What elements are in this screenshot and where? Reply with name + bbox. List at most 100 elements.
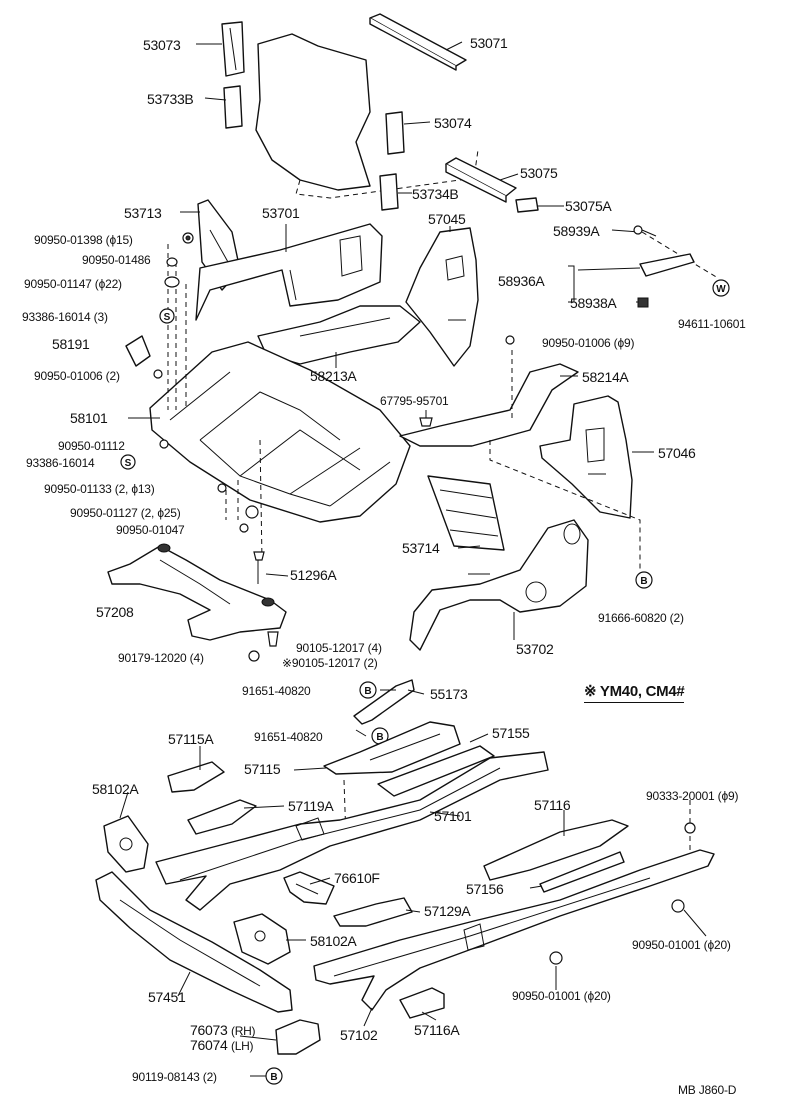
label-76074: 76074 (LH): [190, 1037, 253, 1054]
label-90950-01006-2: 90950-01006 (2): [34, 369, 120, 383]
part-76610f: [283, 871, 335, 905]
part-53702: [409, 519, 589, 651]
hw-90950-01006-9: [505, 335, 515, 345]
hw-58939a: [633, 225, 657, 237]
label-90119-08143: 90119-08143 (2): [132, 1070, 217, 1084]
label-57155: 57155: [492, 725, 530, 741]
note-text: YM40, CM4#: [599, 683, 685, 700]
label-57116a: 57116A: [414, 1022, 460, 1038]
label-57115: 57115: [244, 761, 281, 777]
callout-w: W: [712, 279, 730, 297]
label-58936a: 58936A: [498, 273, 545, 289]
hw-90333-20001: [684, 822, 696, 834]
hw-90950-01001-mid: [549, 951, 563, 965]
label-76074-num: 76074: [190, 1037, 228, 1053]
label-58939a: 58939A: [553, 223, 600, 239]
hw-90950-01486: [166, 257, 178, 267]
part-57115a: [167, 761, 225, 793]
part-53074: [385, 111, 405, 155]
label-53714: 53714: [402, 540, 440, 556]
hw-90950-01001-right: [671, 899, 685, 913]
part-58102a-top: [103, 815, 149, 873]
part-57208: [107, 543, 287, 641]
label-90333-20001: 90333-20001 (ϕ9): [646, 789, 739, 803]
label-58213a: 58213A: [310, 368, 357, 384]
label-57129a: 57129A: [424, 903, 471, 919]
part-57119a: [187, 799, 257, 835]
label-57451: 57451: [148, 989, 186, 1005]
label-90950-01133: 90950-01133 (2, ϕ13): [44, 482, 155, 496]
label-57045: 57045: [428, 211, 466, 227]
label-53713: 53713: [124, 205, 162, 221]
part-58214a: [399, 363, 579, 447]
label-90950-01006-9: 90950-01006 (ϕ9): [542, 336, 635, 350]
label-53733b: 53733B: [147, 91, 194, 107]
part-53733b: [223, 85, 243, 129]
svg-text:S: S: [164, 312, 171, 323]
label-58101: 58101: [70, 410, 108, 426]
part-53075: [445, 157, 517, 203]
callout-s-1: S: [159, 308, 175, 324]
label-58214a: 58214A: [582, 369, 629, 385]
label-57115a: 57115A: [168, 731, 214, 747]
label-76073: 76073 (RH): [190, 1022, 255, 1039]
svg-text:B: B: [376, 732, 383, 743]
part-58936a: [639, 253, 695, 277]
label-57119a: 57119A: [288, 798, 334, 814]
label-90950-01127: 90950-01127 (2, ϕ25): [70, 506, 181, 520]
part-57115: [323, 721, 461, 775]
label-76073-side: (RH): [231, 1024, 256, 1038]
part-53071: [369, 13, 467, 71]
label-57156: 57156: [466, 881, 504, 897]
svg-text:W: W: [716, 284, 726, 295]
label-58191: 58191: [52, 336, 90, 352]
label-57208: 57208: [96, 604, 134, 620]
label-57116: 57116: [534, 797, 571, 813]
hw-90950-01112: [159, 439, 169, 449]
note-asterisk: ※: [584, 683, 597, 700]
label-94611-10601: 94611-10601: [678, 317, 746, 331]
radiator-panel: [255, 33, 479, 199]
label-51296a: 51296A: [290, 567, 337, 583]
page-code: MB J860-D: [678, 1083, 737, 1097]
label-91651-40820-a: 91651-40820: [242, 684, 311, 698]
label-58102a-bot: 58102A: [310, 933, 357, 949]
svg-text:B: B: [270, 1072, 277, 1083]
hw-90179-12020: [248, 650, 260, 662]
label-57046: 57046: [658, 445, 696, 461]
part-76073-76074: [275, 1019, 321, 1055]
part-57046: [539, 395, 633, 519]
label-53075: 53075: [520, 165, 558, 181]
part-53073: [221, 21, 245, 77]
part-58101: [149, 341, 411, 523]
part-57129a: [333, 897, 413, 927]
hw-90950-01133: [217, 483, 227, 493]
label-57101: 57101: [434, 808, 472, 824]
label-90105-12017-2: ※90105-12017 (2): [282, 655, 378, 671]
label-53702: 53702: [516, 641, 554, 657]
label-76074-side: (LH): [231, 1039, 254, 1053]
hw-90105-12017: [267, 631, 279, 647]
part-57451: [95, 871, 293, 1013]
hw-51296a: [253, 551, 265, 584]
label-93386-16014: 93386-16014: [26, 456, 95, 470]
label-53071: 53071: [470, 35, 508, 51]
part-53075a: [515, 197, 539, 213]
label-55173: 55173: [430, 686, 468, 702]
label-90950-01398: 90950-01398 (ϕ15): [34, 233, 133, 247]
part-57156: [539, 851, 625, 893]
svg-text:B: B: [640, 576, 647, 587]
label-90950-01001-mid: 90950-01001 (ϕ20): [512, 989, 611, 1003]
hw-90950-01006-2: [153, 369, 163, 379]
label-76073-num: 76073: [190, 1022, 228, 1038]
label-90950-01001-right: 90950-01001 (ϕ20): [632, 938, 731, 952]
hw-67795-95701: [419, 417, 433, 427]
part-58102a-bot: [233, 913, 291, 965]
callout-b-1: B: [635, 571, 653, 589]
label-53074: 53074: [434, 115, 472, 131]
label-90105-12017-4: 90105-12017 (4): [296, 641, 382, 655]
part-57102: [313, 849, 715, 1011]
callout-b-4: B: [265, 1067, 283, 1085]
label-91666-60820: 91666-60820 (2): [598, 611, 684, 625]
